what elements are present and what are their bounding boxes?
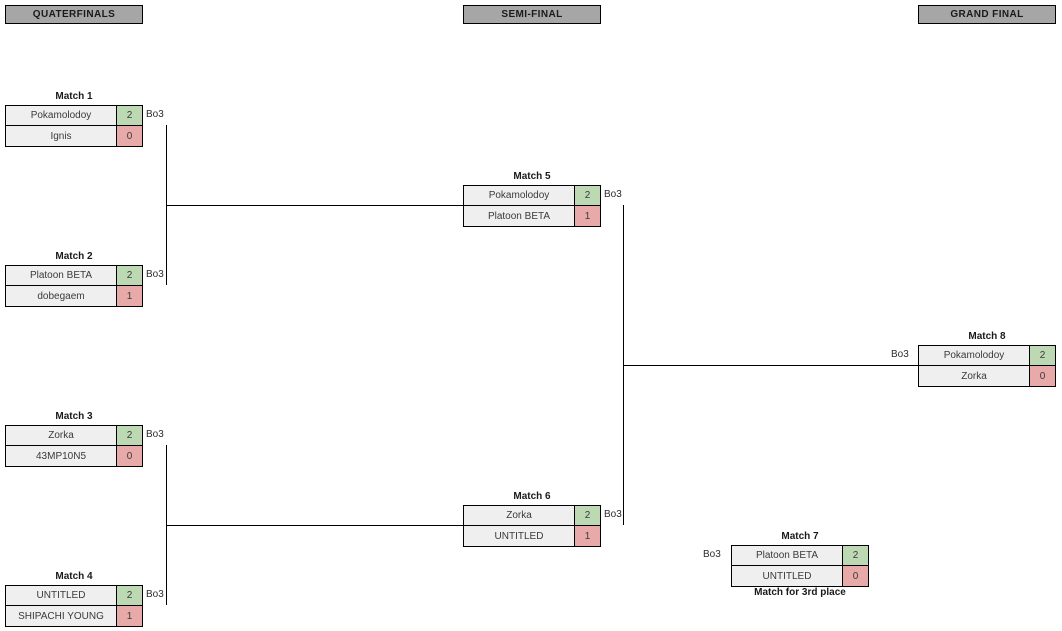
match-row-top[interactable]: Platoon BETA 2	[732, 546, 868, 566]
match-title: Match 4	[55, 571, 93, 582]
match-row-top[interactable]: Pokamolodoy 2	[6, 106, 142, 126]
match-row-top[interactable]: Zorka 2	[6, 426, 142, 446]
team-name: UNTITLED	[6, 586, 117, 605]
team-name: Ignis	[6, 126, 117, 146]
team-score: 2	[117, 106, 142, 125]
match-card-match-3[interactable]: Match 3 Zorka 2 43MP10N5 0	[5, 411, 143, 467]
bracket-connector-qf-bottom-to-sf	[166, 525, 463, 526]
match-format-label-match-3: Bo3	[146, 429, 164, 440]
match-title: Match 2	[55, 251, 93, 262]
match-format-label-match-5: Bo3	[604, 189, 622, 200]
bracket-connector-sf-to-gf	[623, 365, 918, 366]
match-table: Platoon BETA 2 UNTITLED 0	[731, 545, 869, 587]
match-format-label-match-6: Bo3	[604, 509, 622, 520]
team-name: SHIPACHI YOUNG	[6, 606, 117, 626]
match-table: Zorka 2 UNTITLED 1	[463, 505, 601, 547]
team-score: 2	[117, 266, 142, 285]
team-name: UNTITLED	[732, 566, 843, 586]
match-format-label-match-8: Bo3	[891, 349, 909, 360]
match-card-match-4[interactable]: Match 4 UNTITLED 2 SHIPACHI YOUNG 1	[5, 571, 143, 627]
match-title: Match 3	[55, 411, 93, 422]
team-score: 0	[117, 126, 142, 146]
team-name: Zorka	[464, 506, 575, 525]
team-score: 1	[575, 526, 600, 546]
round-header-quarterfinals: QUATERFINALS	[5, 5, 143, 24]
match-row-bottom[interactable]: UNTITLED 0	[732, 566, 868, 586]
round-header-label: SEMI-FINAL	[501, 9, 563, 20]
match-format-label-match-2: Bo3	[146, 269, 164, 280]
team-score: 1	[117, 286, 142, 306]
match-row-bottom[interactable]: 43MP10N5 0	[6, 446, 142, 466]
match-title: Match 5	[513, 171, 551, 182]
team-name: Platoon BETA	[6, 266, 117, 285]
match-card-match-8[interactable]: Match 8 Pokamolodoy 2 Zorka 0	[918, 331, 1056, 387]
match-row-top[interactable]: UNTITLED 2	[6, 586, 142, 606]
match-row-bottom[interactable]: Platoon BETA 1	[464, 206, 600, 226]
team-name: UNTITLED	[464, 526, 575, 546]
team-score: 0	[117, 446, 142, 466]
match-row-bottom[interactable]: Ignis 0	[6, 126, 142, 146]
team-name: Pokamolodoy	[464, 186, 575, 205]
team-name: dobegaem	[6, 286, 117, 306]
match-row-bottom[interactable]: dobegaem 1	[6, 286, 142, 306]
match-table: Pokamolodoy 2 Ignis 0	[5, 105, 143, 147]
team-score: 2	[117, 586, 142, 605]
match-title: Match 6	[513, 491, 551, 502]
team-score: 2	[843, 546, 868, 565]
match-row-bottom[interactable]: Zorka 0	[919, 366, 1055, 386]
round-header-grand-final: GRAND FINAL	[918, 5, 1056, 24]
match-title: Match 1	[55, 91, 93, 102]
match-row-top[interactable]: Platoon BETA 2	[6, 266, 142, 286]
match-row-bottom[interactable]: SHIPACHI YOUNG 1	[6, 606, 142, 626]
match-card-match-5[interactable]: Match 5 Pokamolodoy 2 Platoon BETA 1	[463, 171, 601, 227]
match-table: Zorka 2 43MP10N5 0	[5, 425, 143, 467]
match-card-match-6[interactable]: Match 6 Zorka 2 UNTITLED 1	[463, 491, 601, 547]
team-score: 1	[575, 206, 600, 226]
team-name: Platoon BETA	[732, 546, 843, 565]
match-card-match-2[interactable]: Match 2 Platoon BETA 2 dobegaem 1	[5, 251, 143, 307]
round-header-semi-final: SEMI-FINAL	[463, 5, 601, 24]
match-title: Match 8	[968, 331, 1006, 342]
match-card-match-1[interactable]: Match 1 Pokamolodoy 2 Ignis 0	[5, 91, 143, 147]
match-row-top[interactable]: Pokamolodoy 2	[919, 346, 1055, 366]
team-name: 43MP10N5	[6, 446, 117, 466]
match-format-label-match-1: Bo3	[146, 109, 164, 120]
match-table: Platoon BETA 2 dobegaem 1	[5, 265, 143, 307]
team-name: Platoon BETA	[464, 206, 575, 226]
team-score: 1	[117, 606, 142, 626]
team-score: 2	[575, 186, 600, 205]
match-format-label-match-4: Bo3	[146, 589, 164, 600]
team-score: 0	[1030, 366, 1055, 386]
match-table: Pokamolodoy 2 Platoon BETA 1	[463, 185, 601, 227]
team-name: Pokamolodoy	[919, 346, 1030, 365]
match-title: Match 7	[781, 531, 819, 542]
round-header-label: GRAND FINAL	[950, 9, 1024, 20]
team-score: 2	[575, 506, 600, 525]
round-header-label: QUATERFINALS	[32, 9, 116, 20]
team-name: Pokamolodoy	[6, 106, 117, 125]
team-name: Zorka	[919, 366, 1030, 386]
bracket-connector-qf-top-to-sf	[166, 205, 463, 206]
team-score: 2	[117, 426, 142, 445]
match-table: UNTITLED 2 SHIPACHI YOUNG 1	[5, 585, 143, 627]
match-row-top[interactable]: Zorka 2	[464, 506, 600, 526]
match-row-bottom[interactable]: UNTITLED 1	[464, 526, 600, 546]
third-place-caption: Match for 3rd place	[754, 587, 846, 598]
team-name: Zorka	[6, 426, 117, 445]
match-table: Pokamolodoy 2 Zorka 0	[918, 345, 1056, 387]
team-score: 2	[1030, 346, 1055, 365]
team-score: 0	[843, 566, 868, 586]
match-row-top[interactable]: Pokamolodoy 2	[464, 186, 600, 206]
match-format-label-match-7: Bo3	[703, 549, 721, 560]
match-card-match-7[interactable]: Match 7 Platoon BETA 2 UNTITLED 0 Match …	[731, 531, 869, 598]
